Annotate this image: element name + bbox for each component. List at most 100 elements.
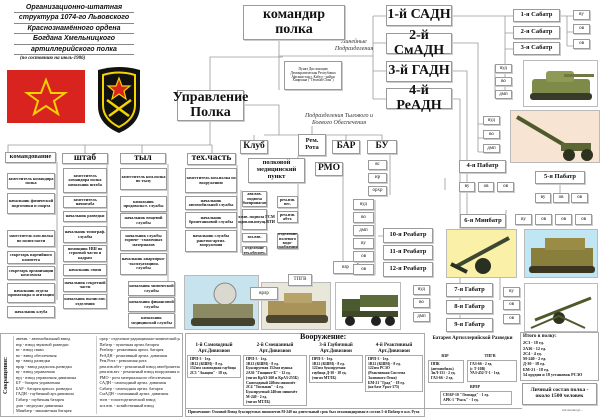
div-hq-vud: вуд — [495, 64, 512, 73]
legend-entry: вуд - взвод управления дивизиона — [15, 374, 77, 380]
armament-line: Залпового Огня) — [368, 375, 397, 380]
legend-entry: взр - взвод звуковой разведки — [15, 341, 69, 347]
radar-snar10-photo — [184, 275, 259, 330]
platoon-ov: ов — [535, 214, 552, 225]
legend-entry: врлр - взвод радиолок.разведки — [15, 363, 72, 369]
transport-platoon-fuel: авт.взв. подвоза ГСМ продов.ии.имущ.ВТИ — [234, 209, 275, 230]
platoon-ov: ов — [573, 24, 590, 34]
armament-line: ПРП-3 - 1ед. — [246, 357, 267, 361]
armament-line: ПРП-3 - 1ед. — [190, 357, 211, 361]
bu-unit-ir: ир — [368, 173, 387, 183]
armament-line: УАЗ-452-Т-1 - 1ед. — [470, 371, 501, 376]
armament-line: ПРП-3 - 1ед. — [368, 357, 389, 361]
platoon-ov: ов — [503, 300, 520, 310]
tech-staff-item: заместитель ком.полка по вооружению — [185, 168, 237, 193]
armament-line: Самоходный 240мм миномёт — [246, 380, 296, 385]
title-line: Богдана Хмельницкого — [14, 34, 134, 45]
battery-5-pabatr[interactable]: 5-я Пабатр — [535, 171, 585, 184]
tpgv-equipment: ГАЗ-66 - 2 ед.(с Т-10В)УАЗ-452-Т-1 - 1ед… — [467, 360, 517, 382]
tech-support-section: отделение тех.обеспеч. — [242, 245, 267, 255]
bar-box[interactable]: БАР — [332, 140, 360, 154]
armament-division-head: 3-й Гаубичный Арт.Дивизион — [319, 343, 353, 354]
armament-line: АРК-1 "Рысь" - 1 ед. — [443, 397, 479, 402]
command-staff-item: секретарь партийного комитета — [7, 251, 55, 264]
legend-entry: ГАДН - гаубичный арт.дивизион — [15, 391, 74, 397]
armament-line: (тягач КрАЗ-260 и КрАЗ-255Б) — [246, 375, 299, 380]
armament-title: Вооружение: — [300, 332, 347, 341]
platoon-vu: ву — [515, 214, 532, 225]
battery-3-sabatr[interactable]: 3-я Сабатр — [513, 42, 560, 55]
rmo-box[interactable]: РМО — [315, 162, 343, 176]
platoon-ov: ов — [571, 193, 588, 203]
division-2-smadn[interactable]: 2-й СмАДН — [386, 28, 452, 57]
battery-7-gabatr[interactable]: 7-я Габатр — [446, 283, 493, 297]
rear-staff-item: заместитель ком.полка по тылу — [120, 168, 167, 190]
totals-line: Д-30 - 18 ед. — [523, 361, 546, 367]
battery-11-reabatr[interactable]: 11-я Реабатр — [383, 245, 433, 260]
page-title: Организационно-штатная структура 1074-го… — [6, 3, 142, 56]
section-staff: штаб — [62, 153, 108, 164]
div-hq-vo: во — [495, 77, 512, 86]
battery-4-pabatr[interactable]: 4-я Пабатр — [459, 160, 506, 173]
legend-entry: БУ - батарея управления — [15, 380, 60, 386]
section-rear: тыл — [120, 153, 166, 164]
division-3-gadn[interactable]: 3-й ГАДН — [386, 61, 452, 82]
armament-division-head: 2-й Смешанный Арт.Дивизион — [256, 343, 294, 354]
div-hq-dmp: дмп — [413, 312, 430, 322]
personnel-box: Личный состав полка - около 1500 человек — [522, 383, 597, 405]
battery-9-gabatr[interactable]: 9-я Габатр — [446, 318, 493, 332]
tech-staff-item: начальник службы ракетно-артил. вооружен… — [185, 230, 237, 252]
rear-staff-item: начальник медицинской службы — [128, 313, 175, 328]
battery-8-gabatr[interactable]: 8-я Габатр — [446, 300, 493, 314]
battery-1-sabatr[interactable]: 1-я Сабатр — [513, 9, 560, 22]
rear-staff-item: начальник службы горюче- -смазочных мате… — [120, 230, 167, 251]
battery-12-reabatr[interactable]: 12-я Реабатр — [383, 262, 433, 277]
hq-staff-item: начальник разведки — [63, 211, 107, 222]
credit-text: kalashnika@... — [562, 408, 583, 412]
armament-line: М-240 - 2 ед. — [246, 394, 268, 399]
legend-entry: вс - взвод связи — [15, 347, 44, 353]
title-line: Краснознамённого ордена — [14, 24, 134, 35]
bu-unit-orhr: орхр — [368, 186, 387, 196]
armament-line: 2С4 "Тюльпан" - 4 ед. — [246, 385, 284, 390]
armament-line: (тягач МТЛБ) — [246, 399, 271, 404]
legend-entry: хоз.взв. - хозяйственный взвод — [99, 402, 154, 408]
armament-line: ПРП-3 - 1ед. — [312, 357, 333, 361]
legend-entry: тпгв - топогеодезический взвод — [99, 397, 156, 403]
platoon-vu: ву — [503, 287, 520, 297]
bar-unit-vrlr: врлр — [250, 287, 278, 300]
armament-line: 1В12 (КШМ) - 8 ед. — [368, 361, 401, 366]
repair-company-box[interactable]: Рем. Рота — [298, 134, 326, 156]
totals-line: 2С3 - 18 ед. — [523, 340, 544, 346]
battery-head: Батарея Артиллерийской Разведки — [432, 336, 513, 341]
div-hq-vud: вуд — [413, 285, 430, 295]
div-hq-dmp: дмп — [495, 90, 512, 99]
battery-2-sabatr[interactable]: 2-я Сабатр — [513, 26, 560, 39]
soviet-flag-icon — [7, 70, 85, 123]
abbreviations-legend: Сокращения: автвзв. - автомобильный взво… — [0, 333, 183, 417]
armament-line: 1В12 (КШМ) - 8 ед. — [312, 361, 345, 366]
armament-line: Буксируемая 152мм пушка — [246, 366, 293, 371]
mortar-m240-photo — [446, 229, 517, 278]
tech-staff-item: начальник автомобильной службы — [185, 196, 237, 210]
platoon-ov: ов — [503, 314, 520, 324]
hq-staff-item: начальник связи — [63, 264, 107, 276]
command-staff-item: заместитель ком.полка по полит.части — [7, 230, 55, 247]
division-1-sadn[interactable]: 1-й САДН — [386, 5, 452, 26]
hq-staff-item: начальник секретной части — [63, 278, 107, 292]
battery-6-minbatr[interactable]: 6-я Минбатр — [460, 214, 506, 228]
armament-panel — [185, 333, 425, 417]
club-box[interactable]: Клуб — [240, 140, 268, 154]
platoon-ov: ов — [553, 193, 569, 203]
support-units-label: Подразделения Тылового и Боевого Обеспеч… — [304, 113, 374, 126]
hq-staff-item: заместитель начштаба — [63, 196, 107, 208]
artillery-emblem-icon — [98, 67, 140, 133]
division-4-readn[interactable]: 4-й РеАДН — [386, 83, 452, 112]
command-staff-item: начальник отдела пропаганды и агитации — [7, 283, 55, 303]
bu-box[interactable]: БУ — [367, 140, 397, 154]
totals-line: БМ-21 - 18 ед. — [523, 366, 549, 372]
medical-point-box[interactable]: полковой медицинский пункт — [248, 158, 305, 183]
platoon-vu: ву — [459, 182, 475, 192]
armament-line: ППК (автомобиль) — [431, 362, 454, 371]
battery-10-reabatr[interactable]: 10-я Реабатр — [383, 228, 433, 243]
